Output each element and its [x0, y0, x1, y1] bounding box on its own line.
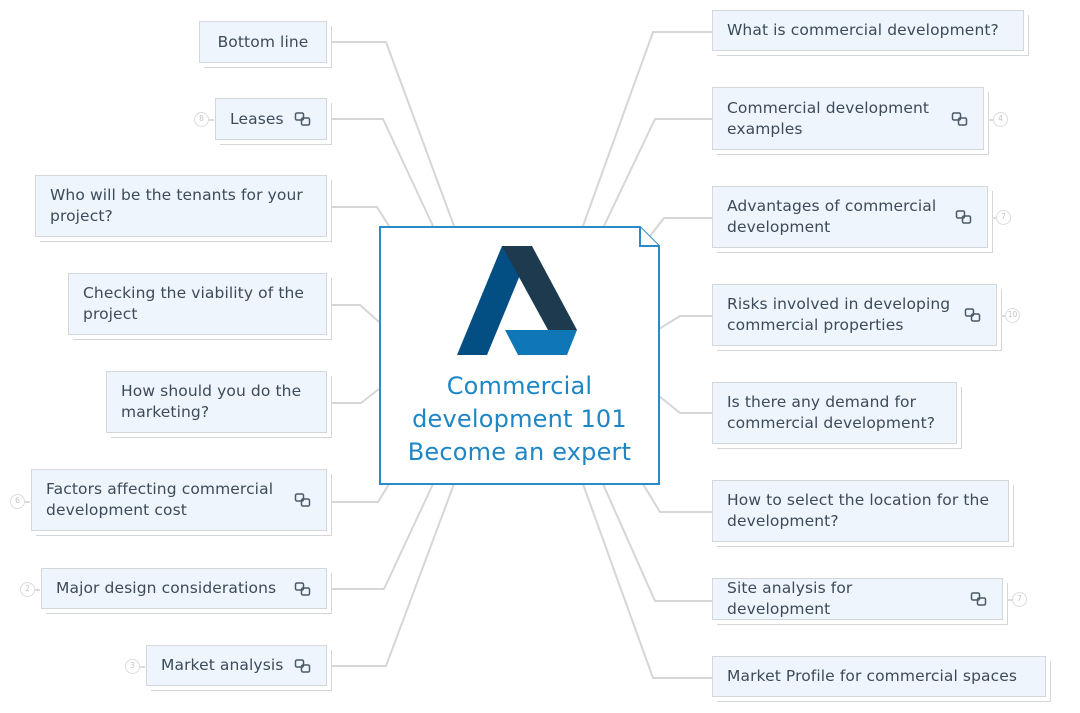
topic-label: Major design considerations: [56, 579, 277, 597]
topic-label: Leases: [230, 109, 284, 128]
topic-demand[interactable]: Is there any demand for commercial devel…: [712, 382, 957, 444]
topic-cost-factors[interactable]: Factors affecting commercial development…: [31, 469, 327, 531]
topic-tenants[interactable]: Who will be the tenants for your project…: [35, 175, 327, 237]
topic-label: Advantages of commercial development: [727, 197, 937, 236]
subtopic-count-badge[interactable]: 8: [194, 112, 209, 127]
linked-map-icon[interactable]: [951, 111, 969, 127]
subtopic-count-badge[interactable]: 3: [125, 659, 140, 674]
topic-label: Who will be the tenants for your project…: [50, 186, 303, 225]
topic-label: Risks involved in developing commercial …: [727, 295, 951, 334]
topic-design-considerations[interactable]: Major design considerations: [41, 568, 327, 609]
subtopic-count-badge[interactable]: 7: [1012, 592, 1027, 607]
topic-what-is-commercial-development[interactable]: What is commercial development?: [712, 10, 1024, 51]
topic-select-location[interactable]: How to select the location for the devel…: [712, 480, 1009, 542]
badge-connector: [34, 589, 40, 591]
topic-label: Checking the viability of the project: [83, 284, 305, 323]
topic-leases[interactable]: Leases: [215, 98, 327, 140]
topic-label: Site analysis for development: [727, 579, 853, 618]
badge-connector: [24, 501, 30, 503]
subtopic-count-badge[interactable]: 10: [1005, 308, 1020, 323]
subtopic-count-badge[interactable]: 2: [20, 582, 35, 597]
badge-connector: [1001, 315, 1007, 317]
central-topic-frame: [379, 226, 660, 485]
linked-map-icon[interactable]: [964, 307, 982, 323]
badge-connector: [992, 217, 998, 219]
topic-label: How should you do the marketing?: [121, 382, 302, 421]
topic-market-profile[interactable]: Market Profile for commercial spaces: [712, 656, 1046, 697]
topic-market-analysis[interactable]: Market analysis: [146, 645, 327, 686]
topic-site-analysis[interactable]: Site analysis for development: [712, 578, 1003, 620]
subtopic-count-badge[interactable]: 6: [10, 494, 25, 509]
topic-development-examples[interactable]: Commercial development examples: [712, 87, 984, 150]
subtopic-count-badge[interactable]: 7: [996, 210, 1011, 225]
central-topic[interactable]: Commercial development 101 Become an exp…: [379, 226, 660, 485]
central-title-line-1: Commercial: [446, 372, 593, 400]
subtopic-count-badge[interactable]: 4: [993, 112, 1008, 127]
topic-label: How to select the location for the devel…: [727, 491, 990, 530]
topic-label: Is there any demand for commercial devel…: [727, 393, 936, 432]
central-title-line-3: Become an expert: [407, 438, 632, 466]
topic-viability[interactable]: Checking the viability of the project: [68, 273, 327, 335]
central-title-line-2: development 101: [412, 405, 627, 433]
linked-map-icon[interactable]: [294, 581, 312, 597]
topic-label: Market analysis: [161, 656, 284, 674]
linked-map-icon[interactable]: [970, 591, 988, 607]
topic-label: Market Profile for commercial spaces: [727, 667, 1018, 685]
topic-marketing[interactable]: How should you do the marketing?: [106, 371, 327, 433]
badge-connector: [208, 119, 214, 121]
topic-advantages[interactable]: Advantages of commercial development: [712, 186, 988, 248]
topic-bottom-line[interactable]: Bottom line: [199, 21, 327, 63]
stylized-a-logo-icon: [457, 246, 577, 355]
topic-label: What is commercial development?: [727, 21, 999, 39]
central-topic-title: Commercial development 101 Become an exp…: [379, 370, 660, 469]
linked-map-icon[interactable]: [294, 111, 312, 127]
badge-connector: [1007, 599, 1013, 601]
topic-label: Bottom line: [217, 32, 309, 51]
topic-label: Factors affecting commercial development…: [46, 480, 274, 519]
badge-connector: [988, 119, 994, 121]
linked-map-icon[interactable]: [294, 492, 312, 508]
topic-risks[interactable]: Risks involved in developing commercial …: [712, 284, 997, 346]
badge-connector: [139, 666, 145, 668]
topic-label: Commercial development examples: [727, 98, 930, 138]
linked-map-icon[interactable]: [294, 658, 312, 674]
linked-map-icon[interactable]: [955, 209, 973, 225]
